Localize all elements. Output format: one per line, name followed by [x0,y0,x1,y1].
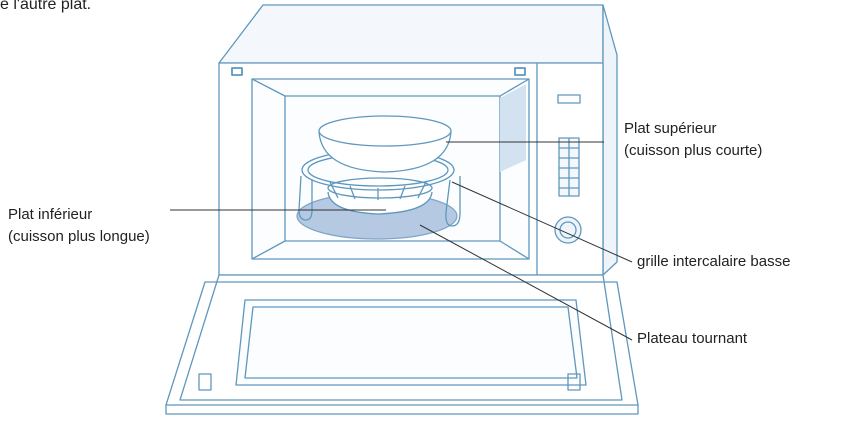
label-upper-dish: Plat supérieur (cuisson plus courte) [624,118,762,162]
door-hinge-right [567,373,581,391]
display-window [557,94,581,104]
label-lower-dish-line2: (cuisson plus longue) [8,228,150,245]
label-upper-dish-line1: Plat supérieur [624,120,717,137]
door-window [235,299,587,386]
leader-turntable [419,224,633,341]
side-wall-panel [500,84,526,172]
caption-fragment: e l'autre plat. [0,0,92,13]
label-low-rack: grille intercalaire basse [637,253,791,270]
cabinet-side [602,4,618,276]
front-marker-left [231,67,243,76]
label-lower-dish-line1: Plat inférieur [8,206,93,223]
label-lower-dish: Plat inférieur (cuisson plus longue) [8,204,150,248]
cabinet-top [218,4,604,64]
door-hinge-left [198,373,212,391]
label-upper-dish-line2: (cuisson plus courte) [624,142,763,159]
leader-low-rack [451,181,633,263]
label-turntable: Plateau tournant [637,330,748,347]
front-marker-right [514,67,526,76]
